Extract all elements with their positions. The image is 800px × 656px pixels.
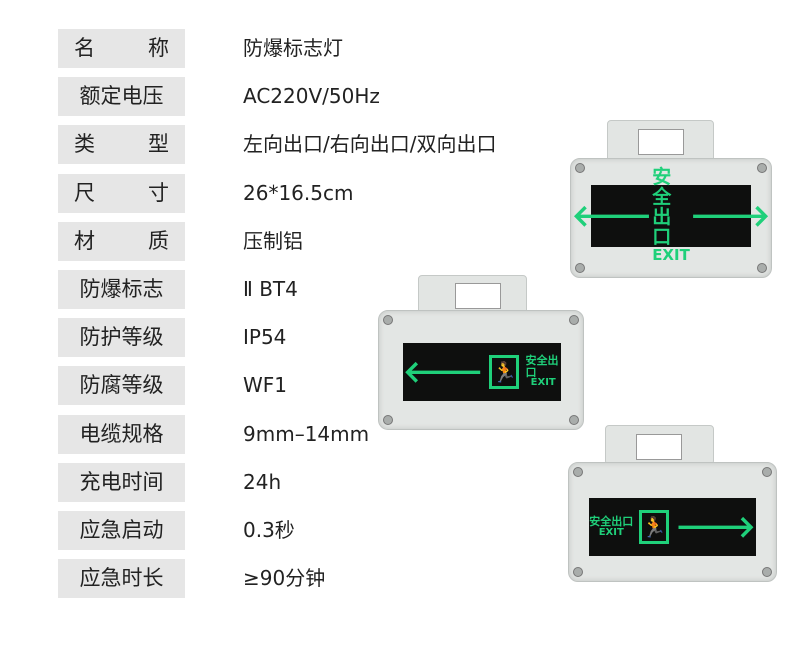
spec-label: 电缆规格	[58, 414, 185, 454]
spec-row: 额定电压 AC220V/50Hz	[58, 77, 458, 117]
spec-label-text: 称	[148, 36, 169, 60]
spec-label-text: 名	[74, 36, 95, 60]
spec-label: 名称	[58, 29, 185, 68]
spec-value: Ⅱ BT4	[243, 277, 298, 301]
spec-label: 防护等级	[58, 318, 185, 358]
spec-row: 防护等级 IP54	[58, 318, 458, 358]
spec-row: 防腐等级 WF1	[58, 366, 458, 406]
spec-label: 充电时间	[58, 462, 185, 502]
spec-value: 24h	[243, 469, 282, 494]
spec-label: 材质	[58, 221, 185, 261]
spec-value: 左向出口/右向出口/双向出口	[243, 132, 497, 157]
spec-row: 应急启动 0.3秒	[58, 511, 458, 551]
spec-label-text: 防护等级	[79, 325, 164, 350]
sign-text-en: EXIT	[598, 526, 624, 538]
spec-row: 类型左向出口/右向出口/双向出口	[58, 125, 496, 165]
spec-label-text: 寸	[148, 180, 169, 205]
spec-row: 电缆规格 9mm–14mm	[58, 414, 458, 455]
running-man-icon: 🏃	[489, 355, 520, 389]
spec-value: WF1	[243, 373, 288, 398]
spec-label: 类型	[58, 125, 185, 165]
sign-text-cn: 安全出口	[652, 166, 672, 249]
spec-value: 26*16.5cm	[243, 180, 354, 205]
spec-row: 防爆标志 Ⅱ BT4	[58, 270, 458, 310]
spec-label-text: 额定电压	[79, 84, 164, 109]
spec-row: 名称防爆标志灯	[58, 29, 458, 69]
spec-label-text: 质	[148, 228, 169, 253]
spec-value: 9mm–14mm	[243, 421, 370, 446]
spec-label-text: 防爆标志	[79, 277, 164, 301]
spec-label-text: 应急启动	[79, 518, 164, 542]
left-arrow-icon: 🡐	[403, 355, 484, 390]
spec-label-text: 电缆规格	[79, 421, 164, 446]
spec-row: 充电时间 24h	[58, 462, 458, 503]
spec-label-text: 尺	[74, 180, 95, 205]
right-arrow-icon: 🡒	[689, 199, 771, 234]
spec-value: 防爆标志灯	[243, 36, 343, 60]
sign-text-en: EXIT	[530, 377, 556, 389]
spec-label: 尺寸	[58, 173, 185, 213]
running-man-icon: 🏃	[639, 510, 670, 544]
spec-label: 应急时长	[58, 559, 185, 599]
spec-value: 压制铝	[243, 228, 303, 253]
spec-label-text: 型	[148, 132, 169, 157]
right-arrow-icon: 🡒	[675, 510, 756, 545]
spec-label: 防爆标志	[58, 270, 185, 309]
spec-value: IP54	[243, 325, 287, 350]
spec-label: 应急启动	[58, 511, 185, 550]
sign-text-en: EXIT	[652, 246, 690, 264]
spec-row: 材质压制铝	[58, 221, 458, 262]
spec-value: AC220V/50Hz	[243, 84, 380, 109]
spec-label: 额定电压	[58, 77, 185, 117]
spec-label-text: 充电时间	[79, 469, 164, 494]
sign-text-cn: 安全出口	[525, 354, 559, 379]
spec-label-text: 防腐等级	[79, 373, 164, 398]
spec-value: ≥90分钟	[243, 566, 326, 591]
spec-label-text: 材	[74, 228, 95, 253]
spec-label-text: 类	[74, 132, 95, 157]
spec-label: 防腐等级	[58, 366, 185, 406]
left-arrow-icon: 🡐	[571, 199, 653, 234]
spec-row: 应急时长 ≥90分钟	[58, 559, 458, 599]
spec-label-text: 应急时长	[79, 566, 164, 591]
spec-value: 0.3秒	[243, 518, 295, 542]
sign-text-cn: 安全出口	[589, 514, 634, 528]
